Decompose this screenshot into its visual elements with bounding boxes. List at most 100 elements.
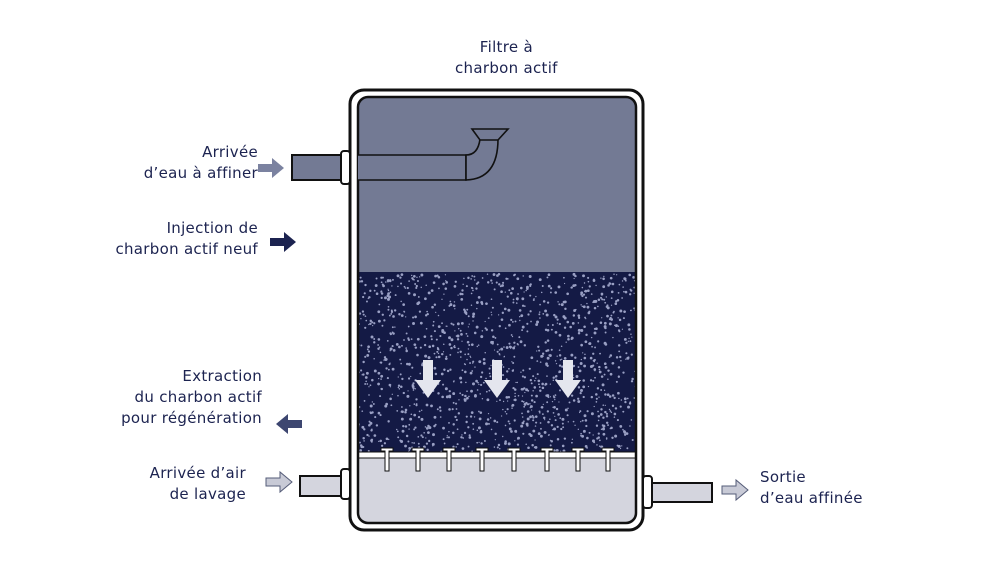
carbon-particle xyxy=(400,362,402,365)
carbon-particle xyxy=(466,335,469,337)
carbon-particle xyxy=(546,349,550,352)
carbon-particle xyxy=(459,292,462,296)
carbon-particle xyxy=(472,312,476,316)
carbon-particle xyxy=(423,343,427,347)
carbon-particle xyxy=(364,383,367,385)
carbon-particle xyxy=(382,284,385,288)
carbon-particle xyxy=(499,448,501,450)
carbon-particle xyxy=(571,322,575,325)
carbon-particle xyxy=(507,396,511,399)
carbon-particle xyxy=(603,341,607,345)
carbon-particle xyxy=(567,421,569,423)
carbon-particle xyxy=(453,346,455,348)
carbon-particle xyxy=(367,449,370,453)
carbon-particle xyxy=(618,350,621,353)
carbon-particle xyxy=(415,403,418,405)
carbon-particle xyxy=(413,413,417,417)
carbon-particle xyxy=(538,311,541,313)
carbon-particle xyxy=(513,399,515,401)
carbon-particle xyxy=(592,379,595,382)
carbon-particle xyxy=(395,342,399,346)
carbon-particle xyxy=(529,379,533,382)
carbon-particle xyxy=(534,445,538,449)
carbon-particle xyxy=(484,351,486,354)
carbon-particle xyxy=(479,411,483,414)
carbon-particle xyxy=(604,410,607,414)
carbon-particle xyxy=(626,447,629,450)
carbon-particle xyxy=(597,305,599,308)
carbon-particle xyxy=(619,447,622,450)
carbon-particle xyxy=(573,309,577,312)
carbon-particle xyxy=(559,417,562,420)
carbon-particle xyxy=(597,415,601,418)
carbon-particle xyxy=(419,321,423,325)
carbon-particle xyxy=(526,410,530,413)
carbon-particle xyxy=(556,318,559,321)
carbon-particle xyxy=(554,331,558,334)
carbon-particle xyxy=(584,289,588,293)
carbon-particle xyxy=(567,407,569,410)
carbon-particle xyxy=(613,416,616,418)
carbon-particle xyxy=(582,429,586,433)
carbon-particle xyxy=(437,275,441,279)
carbon-particle xyxy=(407,325,410,328)
carbon-particle xyxy=(408,428,410,430)
carbon-particle xyxy=(506,370,509,373)
carbon-particle xyxy=(379,351,382,354)
carbon-particle xyxy=(373,341,376,344)
carbon-particle xyxy=(603,275,605,278)
carbon-particle xyxy=(456,428,459,431)
carbon-particle xyxy=(530,382,533,385)
carbon-particle xyxy=(466,308,469,311)
carbon-particle xyxy=(394,326,396,328)
carbon-particle xyxy=(387,289,390,292)
carbon-particle xyxy=(443,331,446,335)
carbon-particle xyxy=(407,390,409,392)
carbon-particle xyxy=(558,364,562,367)
carbon-particle xyxy=(417,296,420,298)
carbon-particle xyxy=(592,301,594,304)
carbon-particle xyxy=(546,339,550,342)
carbon-particle xyxy=(381,324,384,327)
carbon-particle xyxy=(367,345,370,349)
carbon-particle xyxy=(416,280,419,283)
carbon-particle xyxy=(521,329,524,332)
carbon-particle xyxy=(478,417,482,421)
carbon-particle xyxy=(523,305,526,308)
carbon-particle xyxy=(365,380,367,383)
carbon-particle xyxy=(563,357,567,360)
carbon-particle xyxy=(420,273,424,277)
carbon-particle xyxy=(450,322,453,325)
carbon-particle xyxy=(400,385,403,389)
carbon-particle xyxy=(512,346,516,350)
carbon-particle xyxy=(371,321,374,324)
carbon-particle xyxy=(441,298,443,300)
carbon-particle xyxy=(368,420,371,423)
carbon-particle xyxy=(496,350,499,353)
carbon-particle xyxy=(373,369,377,373)
carbon-particle xyxy=(602,404,605,406)
carbon-particle xyxy=(467,426,470,429)
carbon-particle xyxy=(445,355,448,358)
carbon-particle xyxy=(520,314,524,318)
carbon-particle xyxy=(559,359,562,361)
carbon-particle xyxy=(623,277,627,281)
carbon-particle xyxy=(488,372,491,375)
carbon-particle xyxy=(521,416,524,418)
carbon-particle xyxy=(386,294,390,298)
carbon-particle xyxy=(590,395,594,399)
carbon-particle xyxy=(574,424,576,426)
carbon-particle xyxy=(554,419,557,422)
carbon-particle xyxy=(401,410,404,414)
carbon-particles xyxy=(358,272,636,456)
carbon-particle xyxy=(471,315,475,318)
carbon-particle xyxy=(405,434,409,438)
carbon-particle xyxy=(470,304,473,306)
carbon-particle xyxy=(601,383,605,387)
carbon-particle xyxy=(580,389,583,392)
carbon-particle xyxy=(359,449,363,452)
carbon-particle xyxy=(402,303,406,306)
carbon-particle xyxy=(397,376,399,378)
carbon-particle xyxy=(403,310,405,313)
carbon-particle xyxy=(599,352,601,355)
